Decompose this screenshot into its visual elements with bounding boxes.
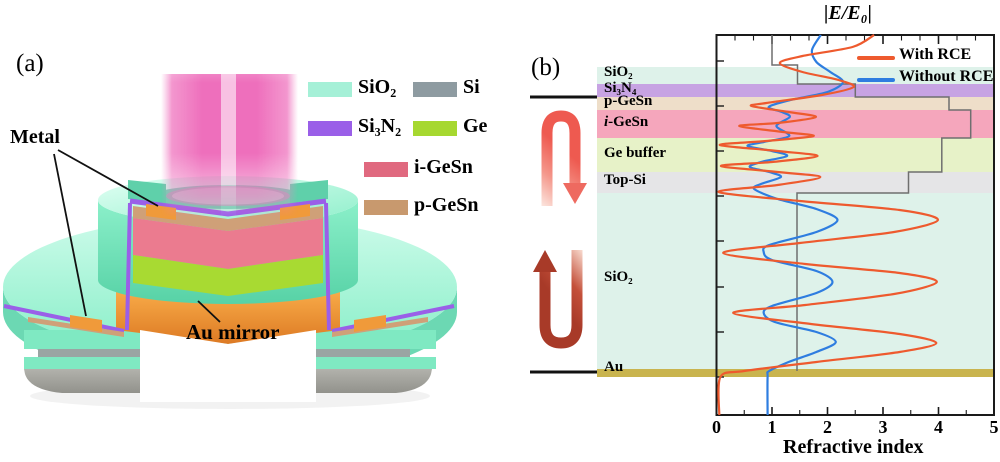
layer-band-Si₃N₄ bbox=[597, 84, 994, 97]
legend-label-Si₃N₂: Si₃N₂ bbox=[358, 115, 402, 137]
metal-label: Metal bbox=[10, 126, 60, 148]
legend-label-i-GeSn: i-GeSn bbox=[414, 156, 473, 178]
metal-contact bbox=[70, 315, 102, 332]
downward-light-arrow bbox=[541, 110, 581, 206]
legend-swatch-p-GeSn bbox=[364, 200, 408, 215]
layer-label-i-GeSn: i-GeSn bbox=[604, 114, 649, 130]
layer-label-SiO₂: SiO₂ bbox=[604, 64, 633, 80]
downward-light-arrowhead bbox=[563, 183, 587, 204]
metal-contact bbox=[354, 315, 386, 332]
legend-swatch-i-GeSn bbox=[364, 162, 408, 177]
with-rce-label: With RCE bbox=[899, 46, 972, 63]
beam-glow bbox=[166, 186, 290, 206]
layer-label-Top-Si: Top-Si bbox=[604, 172, 646, 188]
refractive-index-line bbox=[771, 35, 972, 371]
legend-swatch-Ge bbox=[413, 121, 457, 136]
layer-band-SiO₂ bbox=[597, 193, 994, 369]
x-axis-title: Refractive index bbox=[783, 436, 924, 458]
panel-a-label: (a) bbox=[16, 50, 44, 77]
legend-swatch-Si bbox=[413, 82, 457, 97]
left-lobe bbox=[24, 330, 140, 393]
legend-label-p-GeSn: p-GeSn bbox=[414, 194, 479, 216]
au-mirror-label: Au mirror bbox=[186, 320, 280, 344]
x-tick-label-1: 1 bbox=[767, 417, 777, 437]
au-mirror-layer bbox=[116, 291, 340, 344]
field-plot bbox=[530, 34, 995, 416]
incident-light-beam bbox=[161, 74, 298, 216]
without-rce-line-sample bbox=[857, 78, 895, 82]
light-bounce-arrows bbox=[533, 110, 587, 349]
field-curves bbox=[717, 34, 940, 416]
layer-label-p-GeSn: p-GeSn bbox=[604, 93, 653, 109]
refractive-index-profile bbox=[771, 35, 972, 371]
layer-band-p-GeSn bbox=[597, 97, 994, 110]
layer-label-Si₃N₄: Si₃N₄ bbox=[604, 80, 637, 96]
layer-band-Ge buffer bbox=[597, 138, 994, 172]
layer-label-Au: Au bbox=[604, 359, 624, 375]
legend-label-Si: Si bbox=[463, 76, 480, 98]
wedge-notch bbox=[140, 330, 316, 402]
metal-leader-line bbox=[57, 149, 159, 207]
au-mirror-leader-line bbox=[197, 300, 221, 323]
plot-frame bbox=[530, 34, 995, 416]
layer-band-Au bbox=[597, 369, 994, 377]
layer-label-Ge buffer: Ge buffer bbox=[604, 145, 667, 161]
legend-swatch-SiO₂ bbox=[308, 82, 352, 97]
legend-label-SiO₂: SiO₂ bbox=[358, 76, 397, 98]
legend-label-Ge: Ge bbox=[463, 115, 488, 137]
x-tick-label-0: 0 bbox=[712, 417, 721, 437]
contact-window bbox=[128, 180, 166, 203]
device-schematic bbox=[3, 74, 457, 409]
layer-label-SiO₂: SiO₂ bbox=[604, 269, 633, 285]
curve-with-rce bbox=[717, 34, 940, 416]
metal-leader-line bbox=[53, 153, 87, 317]
upward-light-arrowhead bbox=[533, 250, 557, 272]
upward-light-arrow bbox=[539, 250, 583, 349]
i-gesn-layer bbox=[133, 218, 323, 269]
field-axis-title: |E/E₀| bbox=[824, 2, 873, 24]
panel-b-label: (b) bbox=[531, 54, 561, 81]
ge-layer bbox=[133, 255, 323, 296]
without-rce-label: Without RCE bbox=[899, 68, 994, 85]
si3n2-lining bbox=[125, 202, 132, 331]
si3n2-lining bbox=[331, 304, 455, 333]
si3n2-lining bbox=[3, 304, 125, 333]
si3n2-lining bbox=[324, 202, 331, 331]
with-rce-line-sample bbox=[857, 56, 895, 60]
x-tick-label-3: 3 bbox=[878, 417, 888, 437]
x-tick-label-2: 2 bbox=[823, 417, 832, 437]
legend-swatch-Si₃N₂ bbox=[308, 121, 352, 136]
right-lobe bbox=[316, 330, 436, 393]
contact-window bbox=[290, 180, 328, 203]
x-tick-label-4: 4 bbox=[934, 417, 943, 437]
x-tick-label-5: 5 bbox=[989, 417, 999, 437]
